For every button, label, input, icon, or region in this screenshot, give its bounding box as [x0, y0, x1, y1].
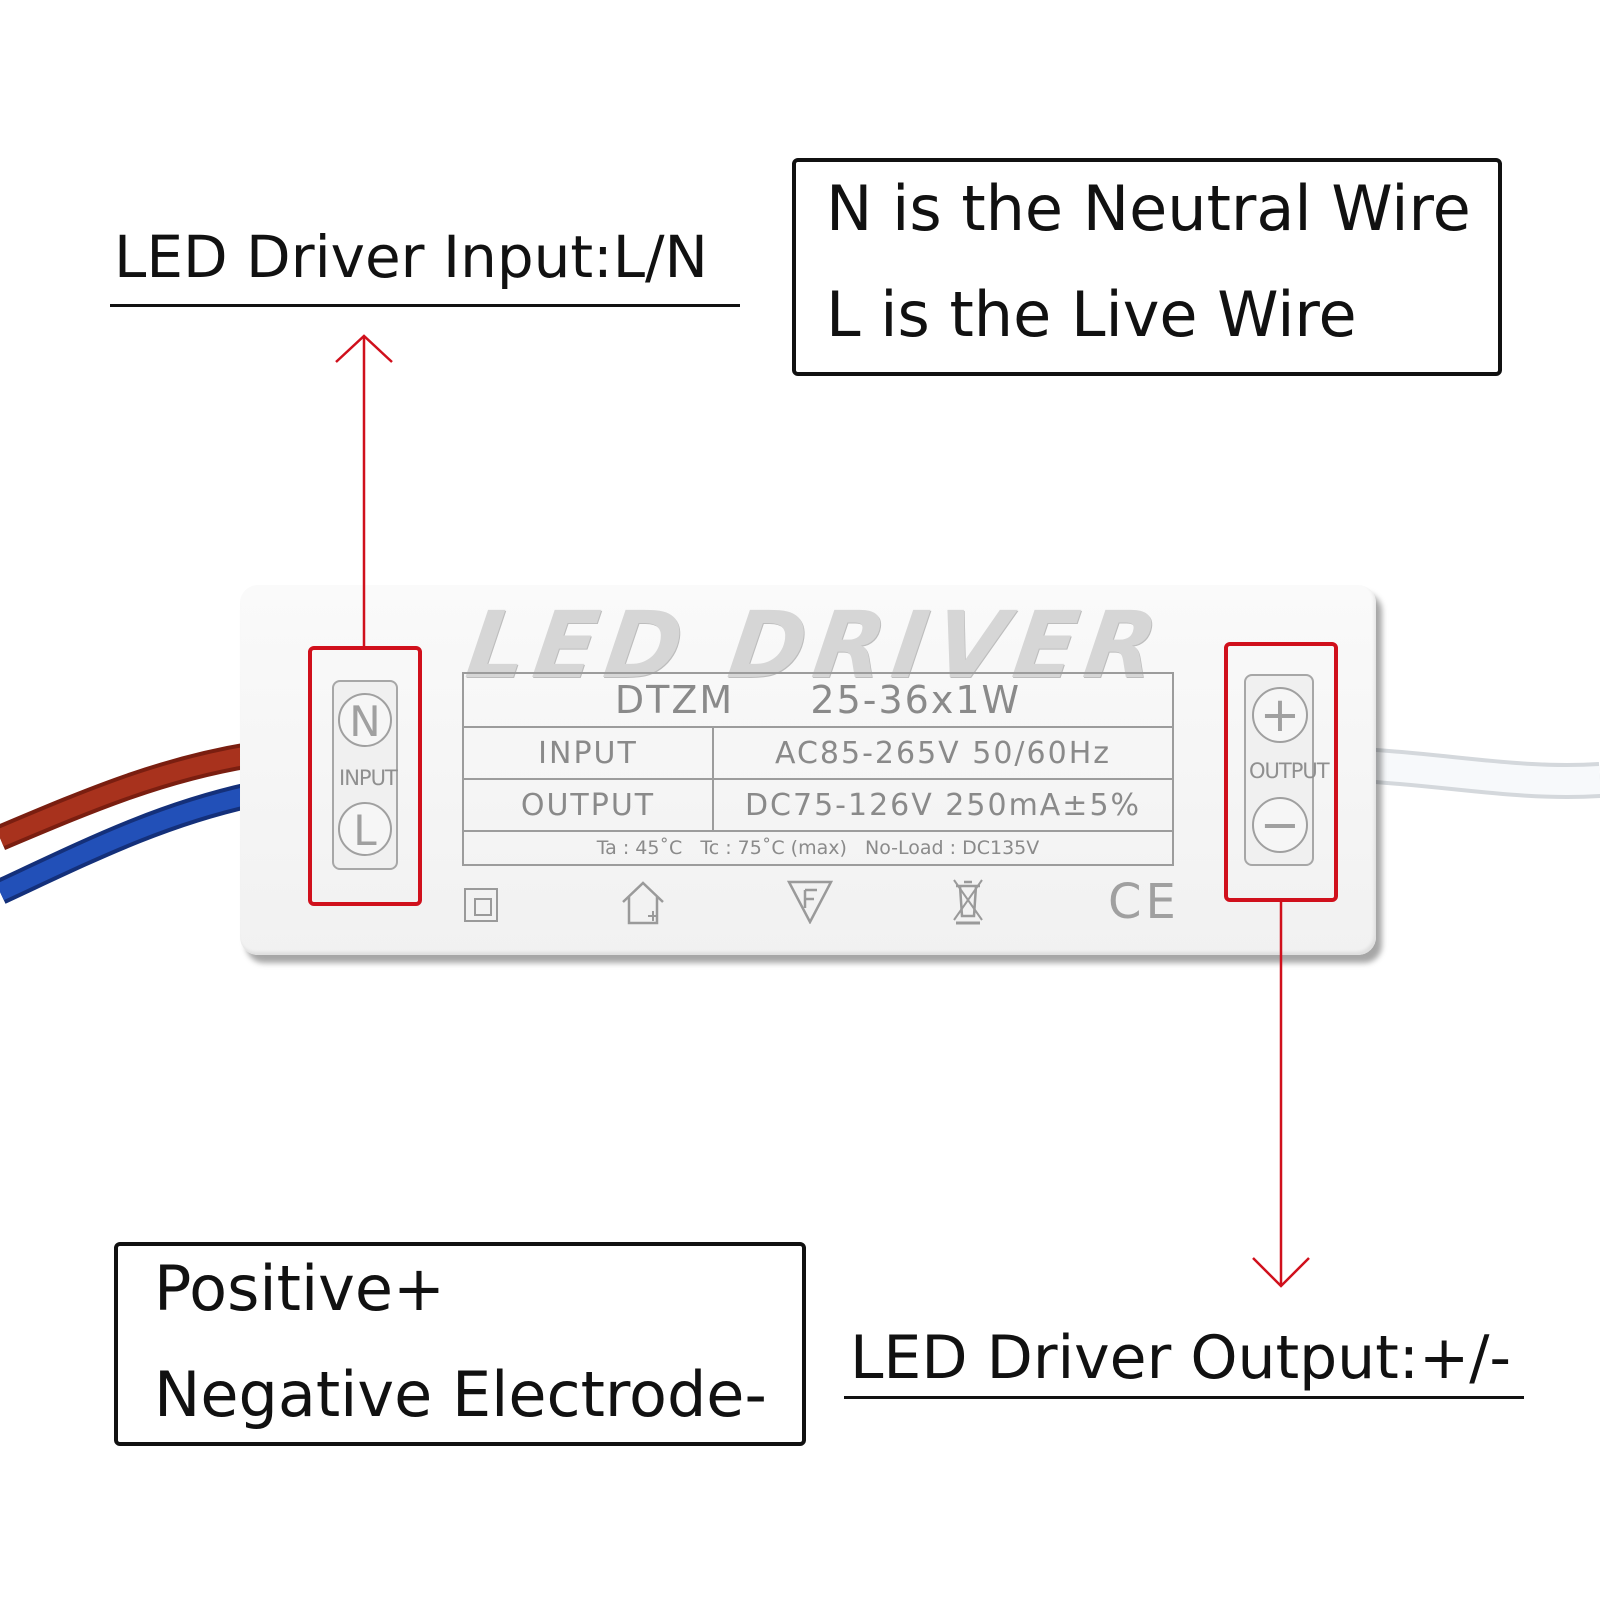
model-power: 25-36x1W: [810, 678, 1022, 722]
negative-terminal-label: −: [1252, 797, 1308, 853]
input-terminal-label: INPUT: [339, 766, 398, 790]
output-terminal-label: OUTPUT: [1249, 759, 1330, 783]
f-mark-icon: [786, 880, 834, 924]
input-heading-underline: [110, 304, 740, 307]
weee-bin-icon: [953, 879, 983, 925]
input-label: INPUT: [462, 726, 714, 780]
live-terminal-label: L: [338, 802, 392, 856]
output-terminal-highlight: [1224, 642, 1338, 902]
positive-text: Positive+: [154, 1252, 445, 1325]
input-value: AC85-265V 50/60Hz: [712, 726, 1174, 780]
model-brand: DTZM: [614, 678, 735, 722]
polarity-legend-box: [114, 1242, 806, 1446]
input-arrow: [335, 334, 393, 646]
output-heading: LED Driver Output:+/-: [850, 1323, 1512, 1393]
ce-mark: CE: [1108, 874, 1180, 930]
output-heading-underline: [844, 1396, 1524, 1399]
wire-legend-box: [792, 158, 1502, 376]
input-heading: LED Driver Input:L/N: [114, 223, 708, 291]
output-arrow: [1252, 902, 1310, 1288]
spec-table: DTZM 25-36x1W INPUT AC85-265V 50/60Hz OU…: [462, 672, 1174, 866]
live-wire-text: L is the Live Wire: [826, 278, 1357, 351]
double-insulation-icon: [464, 888, 498, 922]
input-terminal-highlight: [308, 646, 422, 906]
output-label: OUTPUT: [462, 778, 714, 832]
indoor-use-icon: [622, 881, 664, 925]
neutral-terminal-label: N: [338, 693, 392, 747]
model-row: DTZM 25-36x1W: [462, 672, 1174, 728]
output-value: DC75-126V 250mA±5%: [712, 778, 1174, 832]
negative-text: Negative Electrode-: [154, 1358, 767, 1431]
positive-terminal-label: +: [1252, 687, 1308, 743]
conditions: Ta : 45˚C Tc : 75˚C (max) No-Load : DC13…: [462, 830, 1174, 866]
neutral-wire-text: N is the Neutral Wire: [826, 172, 1471, 245]
